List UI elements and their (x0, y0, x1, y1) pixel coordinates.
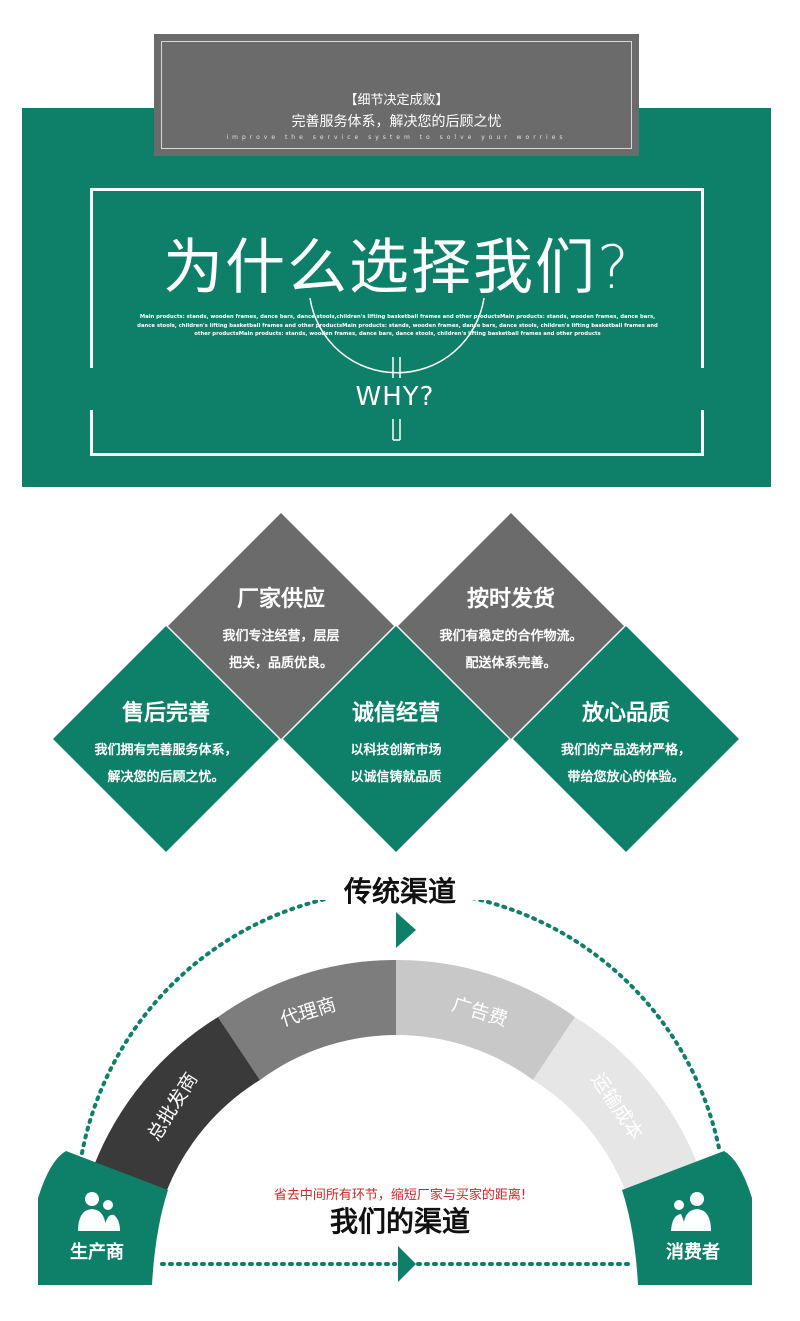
why-english-title: WHY? (355, 382, 435, 412)
our-arrow (398, 1246, 416, 1282)
consumer-label: 消费者 (666, 1242, 720, 1263)
diamond-integrity (283, 626, 509, 852)
segment-advertising (396, 959, 575, 1080)
traditional-path-dotted-arc (80, 900, 722, 1155)
channel-diagram: 总批发商 代理商 广告费 运输成本 (38, 900, 752, 1285)
feature-after-sales: 售后完善 我们拥有完善服务体系， 解决您的后顾之忧。 (76, 699, 256, 791)
feature-desc-line: 以诚信铸就品质 (350, 770, 442, 785)
feature-desc-line: 配送体系完善。 (465, 656, 557, 671)
feature-desc-line: 解决您的后顾之忧。 (107, 770, 225, 785)
feature-description: 我们有稳定的合作物流。 配送体系完善。 (421, 623, 601, 677)
feature-description: 我们拥有完善服务体系， 解决您的后顾之忧。 (76, 737, 256, 791)
feature-desc-line: 我们有稳定的合作物流。 (439, 629, 583, 644)
feature-title: 放心品质 (581, 701, 670, 726)
diamond-factory-supply (168, 513, 394, 739)
tagline-english: improve the service system to solve your… (226, 134, 567, 141)
why-decoration (309, 297, 485, 441)
feature-title: 售后完善 (121, 701, 210, 726)
channel-slogan: 省去中间所有环节，缩短厂家与买家的距离! (273, 1188, 527, 1203)
tagline-title: 【细节决定成败】 (344, 93, 449, 108)
frame-top-edge (90, 188, 704, 191)
producer-people-icon (78, 1192, 120, 1231)
feature-title: 诚信经营 (351, 701, 440, 726)
feature-title: 厂家供应 (236, 587, 325, 612)
feature-description: 以科技创新市场 以诚信铸就品质 (311, 737, 481, 791)
feature-on-time-delivery: 按时发货 我们有稳定的合作物流。 配送体系完善。 (421, 585, 601, 677)
feature-desc-line: 我们拥有完善服务体系， (94, 743, 238, 758)
feature-desc-line: 把关，品质优良。 (228, 656, 333, 671)
diamond-quality (513, 626, 739, 852)
feature-desc-line: 我们的产品选材严格， (560, 743, 691, 758)
why-title: 为什么选择我们? (163, 233, 631, 303)
frame-bottom-edge (90, 453, 704, 456)
frame-right-upper (701, 188, 704, 368)
tagline-box: 【细节决定成败】 完善服务体系，解决您的后顾之忧 improve the ser… (154, 34, 639, 156)
tagline-box-border (161, 41, 632, 149)
feature-title: 按时发货 (466, 587, 555, 612)
feature-desc-line: 我们专注经营，层层 (222, 629, 340, 644)
diamond-after-sales (53, 626, 279, 852)
feature-factory-supply: 厂家供应 我们专注经营，层层 把关，品质优良。 (196, 585, 366, 677)
frame-right-lower (701, 410, 704, 456)
segment-transport (533, 1017, 697, 1190)
frame-left-upper (90, 188, 93, 368)
diamond-on-time-delivery (398, 513, 624, 739)
segment-wholesaler (95, 1017, 260, 1190)
frame-left-lower (90, 410, 93, 456)
why-arc (309, 297, 485, 374)
segment-agent (218, 959, 396, 1080)
producer-label: 生产商 (70, 1242, 124, 1263)
tagline-subtitle: 完善服务体系，解决您的后顾之忧 (291, 114, 502, 130)
traditional-channel-title: 传统渠道 (343, 875, 456, 908)
feature-integrity: 诚信经营 以科技创新市场 以诚信铸就品质 (311, 699, 481, 791)
feature-desc-line: 带给您放心的体验。 (567, 770, 685, 785)
traditional-arrow (396, 912, 416, 948)
features-diamonds (53, 513, 739, 852)
why-panel-background (22, 108, 771, 487)
feature-quality: 放心品质 我们的产品选材严格， 带给您放心的体验。 (536, 699, 716, 791)
why-products-text: Main products: stands, wooden frames, da… (137, 314, 658, 337)
feature-description: 我们的产品选材严格， 带给您放心的体验。 (536, 737, 716, 791)
feature-desc-line: 以科技创新市场 (350, 743, 442, 758)
feature-description: 我们专注经营，层层 把关，品质优良。 (196, 623, 366, 677)
our-channel-title: 我们的渠道 (329, 1205, 470, 1238)
consumer-people-icon (671, 1192, 711, 1231)
